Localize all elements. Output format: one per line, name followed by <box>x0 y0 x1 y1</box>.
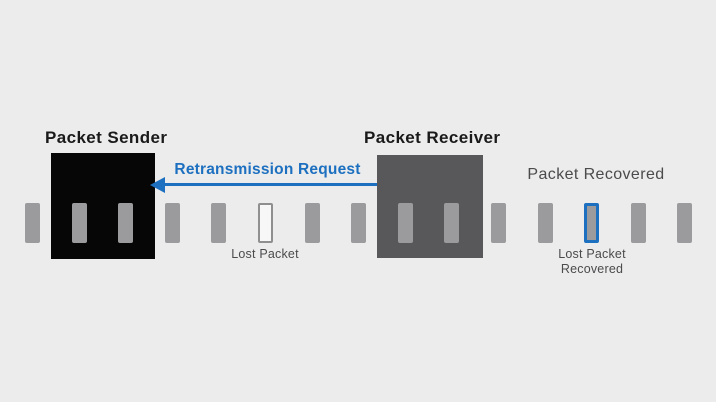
packet-receiver-box <box>377 155 483 258</box>
lost-packet-recovered-caption-line1: Lost Packet <box>558 247 626 261</box>
packet-icon <box>351 203 367 243</box>
retransmission-arrow-line <box>158 183 377 186</box>
retransmission-request-label: Retransmission Request <box>174 161 361 178</box>
packet-icon <box>25 203 40 243</box>
packet-sender-box <box>51 153 155 259</box>
lost-packet-icon <box>258 203 273 243</box>
packet-icon <box>164 203 180 243</box>
recovered-packet-icon <box>584 203 600 243</box>
packet-receiver-title: Packet Receiver <box>364 128 501 147</box>
lost-packet-recovered-caption: Lost Packet Recovered <box>532 247 652 277</box>
packet-icon <box>211 203 227 243</box>
retransmission-arrowhead-icon <box>150 177 165 193</box>
packet-icon <box>304 203 320 243</box>
packet-icon <box>491 203 506 243</box>
packet-icon <box>630 203 646 243</box>
lost-packet-recovered-caption-line2: Recovered <box>560 262 624 276</box>
packet-icon <box>677 203 693 243</box>
packet-icon <box>444 203 460 243</box>
packet-recovered-caption: Packet Recovered <box>527 166 665 183</box>
packet-icon <box>537 203 553 243</box>
packet-icon <box>397 203 413 243</box>
packet-icon <box>71 203 87 243</box>
lost-packet-caption: Lost Packet <box>231 247 299 261</box>
packet-sender-title: Packet Sender <box>45 128 168 147</box>
packet-icon <box>118 203 134 243</box>
